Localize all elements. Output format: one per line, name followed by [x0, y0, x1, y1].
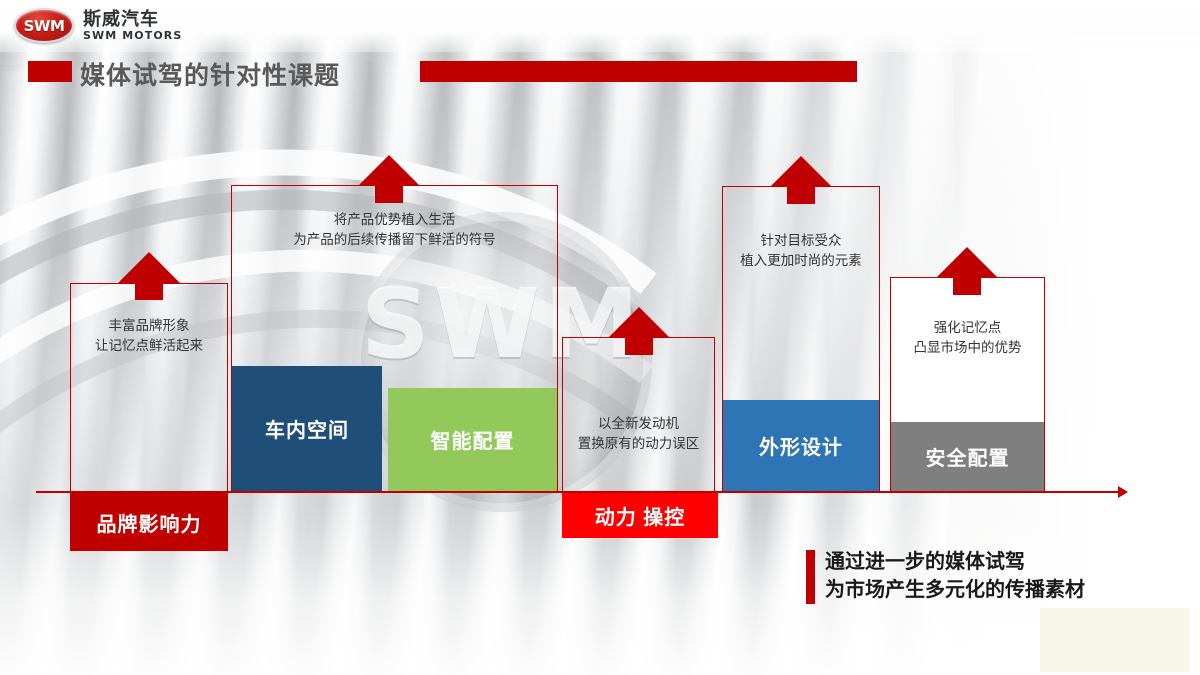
brand-logo-text: 斯威汽车 SWM MOTORS — [83, 10, 182, 41]
up-arrow-icon — [770, 156, 832, 204]
group-tag-power-handling[interactable]: 动力 操控 — [562, 493, 718, 538]
metric-block-safety-config[interactable]: 安全配置 — [891, 422, 1044, 491]
up-arrow-icon — [358, 155, 420, 203]
up-arrow-icon — [936, 247, 998, 295]
group-tag-label: 动力 操控 — [594, 507, 686, 529]
metric-block-label: 车内空间 — [265, 420, 349, 442]
footnote-text: 通过进一步的媒体试驾 为市场产生多元化的传播素材 — [825, 548, 1085, 605]
page-title: 媒体试驾的针对性课题 — [80, 62, 341, 90]
group-note-safety-config: 强化记忆点 凸显市场中的优势 — [890, 318, 1045, 357]
up-arrow-icon — [118, 252, 180, 300]
swm-badge-watermark-text: SWM — [360, 268, 644, 380]
metric-block-label: 外形设计 — [759, 437, 843, 459]
group-tag-label: 品牌影响力 — [96, 513, 202, 536]
brand-name-en: SWM MOTORS — [83, 29, 183, 42]
note-line: 植入更加时尚的元素 — [740, 252, 862, 268]
group-tag-brand-influence[interactable]: 品牌影响力 — [70, 493, 228, 551]
swm-oval-logo-icon: SWM — [14, 8, 74, 43]
background-cream-patch — [1040, 608, 1190, 672]
footnote-accent-bar — [806, 550, 815, 604]
footnote: 通过进一步的媒体试驾 为市场产生多元化的传播素材 — [806, 548, 1085, 605]
metric-block-smart-config[interactable]: 智能配置 — [388, 388, 557, 491]
group-box-brand-influence — [70, 283, 228, 492]
footnote-line-2: 为市场产生多元化的传播素材 — [825, 579, 1085, 602]
note-line: 为产品的后续传播留下鲜活的符号 — [293, 231, 496, 247]
metric-block-exterior-design[interactable]: 外形设计 — [723, 400, 879, 491]
up-arrow-icon — [608, 307, 670, 355]
metric-block-label: 安全配置 — [925, 448, 1010, 470]
note-line: 以全新发动机 — [598, 416, 679, 431]
metric-block-car-interior[interactable]: 车内空间 — [232, 366, 382, 491]
slide-title-row: 媒体试驾的针对性课题 — [0, 58, 1200, 90]
group-note-brand-influence: 丰富品牌形象 让记忆点鲜活起来 — [70, 316, 228, 355]
metric-block-label: 智能配置 — [430, 431, 515, 453]
background-top-band — [0, 0, 1200, 52]
brand-logo: SWM 斯威汽车 SWM MOTORS — [14, 8, 182, 43]
note-line: 将产品优势植入生活 — [333, 212, 456, 227]
logo-mark-text: SWM — [23, 16, 65, 35]
note-line: 凸显市场中的优势 — [913, 339, 1022, 355]
footnote-line-1: 通过进一步的媒体试驾 — [825, 551, 1025, 573]
baseline-axis — [36, 491, 1122, 493]
group-note-exterior-design: 针对目标受众 植入更加时尚的元素 — [722, 231, 880, 270]
title-accent-bar — [420, 61, 857, 82]
note-line: 针对目标受众 — [760, 233, 842, 248]
axis-arrowhead-icon — [1118, 486, 1128, 498]
brand-name-cn: 斯威汽车 — [83, 9, 159, 29]
group-note-product-advantage: 将产品优势植入生活 为产品的后续传播留下鲜活的符号 — [231, 210, 558, 249]
note-line: 丰富品牌形象 — [108, 318, 190, 333]
note-line: 强化记忆点 — [933, 320, 1002, 335]
note-line: 置换原有的动力误区 — [577, 435, 700, 451]
title-accent-chip — [28, 61, 72, 82]
group-note-power-handling: 以全新发动机 置换原有的动力误区 — [562, 414, 715, 453]
note-line: 让记忆点鲜活起来 — [95, 337, 203, 353]
